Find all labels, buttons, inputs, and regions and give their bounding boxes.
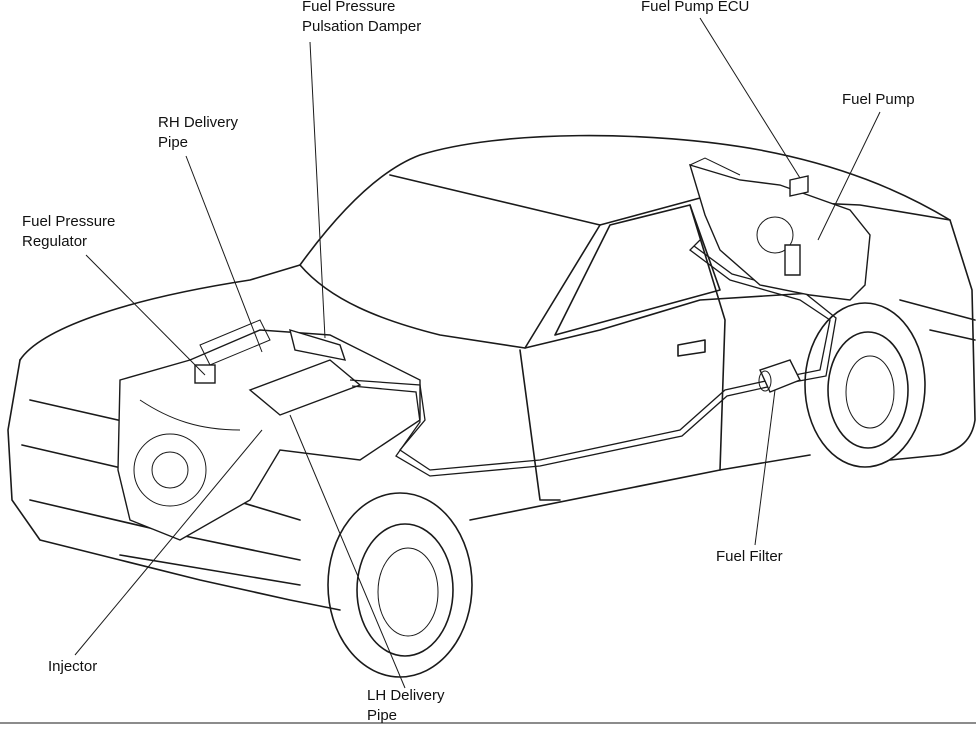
label-line: Fuel Pump	[842, 91, 915, 108]
front-wheel	[327, 492, 473, 678]
rear-wheel	[804, 302, 926, 468]
label-line: Fuel Pump ECU	[641, 0, 750, 15]
fuel-filter-part	[758, 359, 801, 393]
label-lh-delivery-pipe: LH Delivery Pipe	[367, 686, 445, 726]
label-fuel-pressure-regulator: Fuel Pressure Regulator	[22, 212, 115, 252]
fuel-lines	[349, 239, 837, 477]
label-line: Pipe	[158, 134, 189, 151]
label-fuel-pressure-pulsation-damper: Fuel Pressure Pulsation Damper	[302, 0, 421, 37]
fuel-tank	[688, 157, 871, 301]
label-line: Fuel Pressure	[302, 0, 396, 15]
label-fuel-pump-ecu: Fuel Pump ECU	[641, 0, 749, 17]
label-line: Pipe	[367, 707, 398, 724]
label-line: RH Delivery	[158, 114, 239, 131]
engine	[117, 319, 421, 541]
label-line: Fuel Filter	[716, 548, 783, 565]
label-injector: Injector	[48, 657, 97, 677]
label-rh-delivery-pipe: RH Delivery Pipe	[158, 113, 238, 153]
label-fuel-filter: Fuel Filter	[716, 547, 783, 567]
label-line: Pulsation Damper	[302, 18, 422, 35]
leader-lines	[74, 17, 881, 689]
label-line: LH Delivery	[367, 687, 445, 704]
label-line: Regulator	[22, 233, 88, 250]
label-fuel-pump: Fuel Pump	[842, 90, 915, 110]
label-line: Fuel Pressure	[22, 213, 116, 230]
label-line: Injector	[48, 658, 98, 675]
